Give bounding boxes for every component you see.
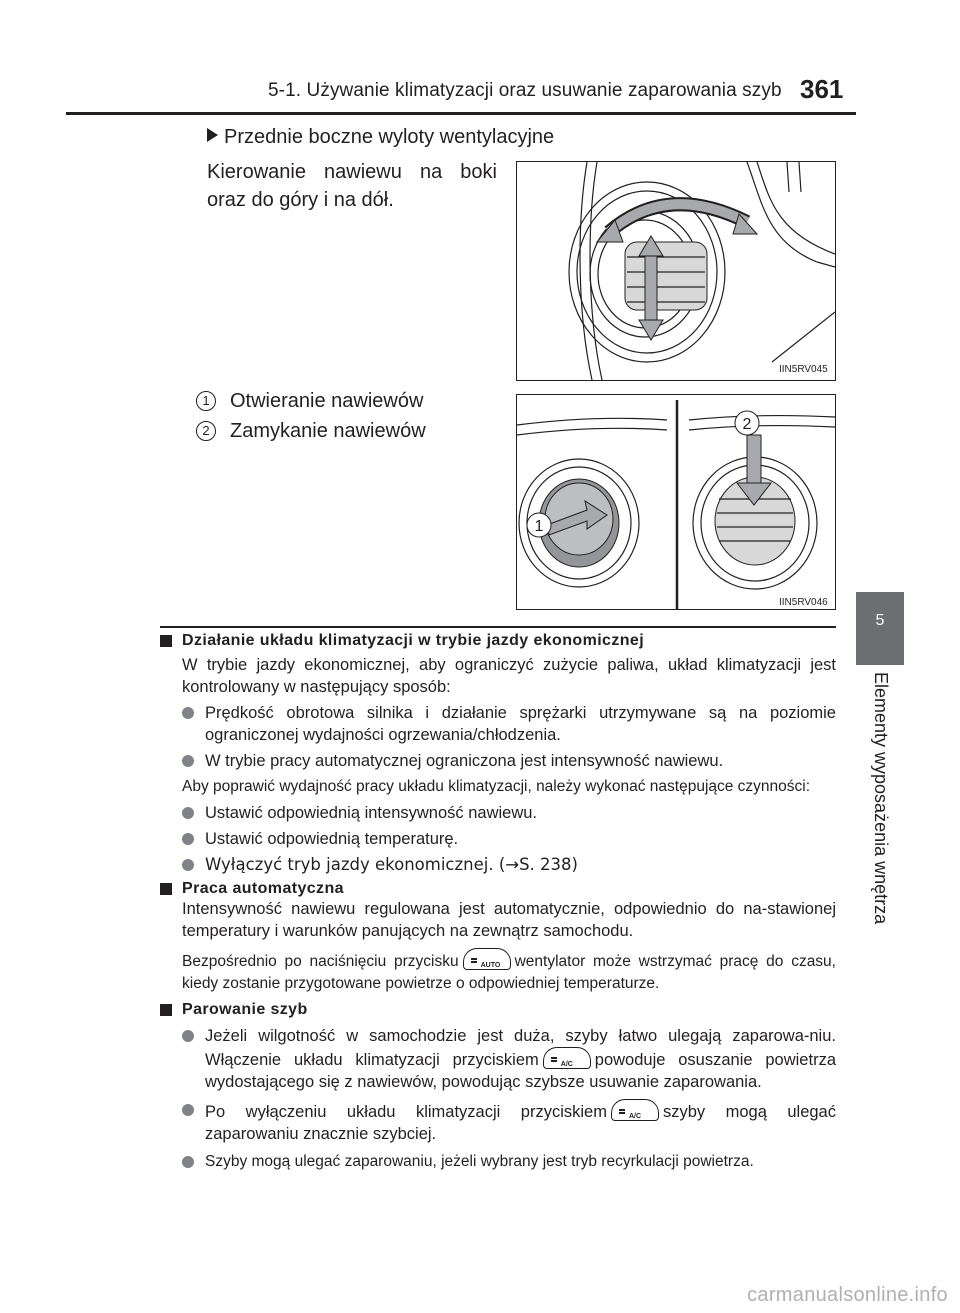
- auto-heading-text: Praca automatyczna: [182, 880, 344, 897]
- legend-item-open: 1 Otwieranie nawiewów: [196, 390, 423, 413]
- legend-open-text: Otwieranie nawiewów: [230, 390, 424, 412]
- legend-close-text: Zamykanie nawiewów: [230, 420, 426, 442]
- ac-button-icon: A/C: [610, 1099, 659, 1121]
- fog-bullet-3: Szyby mogą ulegać zaparowaniu, jeżeli wy…: [160, 1151, 836, 1173]
- auto-note-after: wentylator może wstrzymać pracę do czasu…: [182, 953, 836, 992]
- square-bullet-icon: [160, 1004, 172, 1016]
- running-header-title: 5-1. Używanie klimatyzacji oraz usuwanie…: [268, 80, 782, 101]
- vents-lead-text: Kierowanie nawiewu na boki oraz do góry …: [207, 158, 497, 214]
- round-bullet-icon: [182, 1104, 194, 1116]
- vent-open-close-figure: 2 1 IIN5RV046: [516, 394, 836, 610]
- fog-bullet-2-after: szyby mogą ulegać zaparowaniu znacznie s…: [205, 1103, 836, 1143]
- eco-bullet-2-text: W trybie pracy automatycznej ograniczona…: [205, 752, 724, 770]
- auto-heading: Praca automatyczna: [160, 880, 836, 898]
- figure-code: IIN5RV045: [779, 364, 828, 375]
- eco-step-3-text: Wyłączyć tryb jazdy ekonomicznej. (→S. 2…: [205, 855, 578, 874]
- fog-bullet-2-before: Po wyłączeniu układu klimatyzacji przyci…: [205, 1103, 607, 1121]
- ac-button-label: A/C: [560, 1061, 573, 1068]
- fog-bullet-3-text: Szyby mogą ulegać zaparowaniu, jeżeli wy…: [205, 1153, 754, 1170]
- vents-subheading-text: Przednie boczne wyloty wentylacyjne: [224, 126, 555, 148]
- svg-text:1: 1: [535, 518, 544, 535]
- ac-button-icon: A/C: [542, 1047, 591, 1069]
- auto-text: Intensywność nawiewu regulowana jest aut…: [182, 900, 836, 940]
- watermark: carmanualsonline.info: [747, 1284, 948, 1306]
- auto-button-label: AUTO: [480, 962, 501, 969]
- header-rule: [66, 112, 856, 115]
- fog-bullet-2: Po wyłączeniu układu klimatyzacji przyci…: [160, 1099, 836, 1145]
- chapter-number: 5: [875, 612, 885, 629]
- triangle-bullet-icon: [207, 128, 218, 142]
- vent-direction-illustration: [568, 161, 836, 381]
- fog-heading-text: Parowanie szyb: [182, 1001, 308, 1018]
- fog-bullet-1: Jeżeli wilgotność w samochodzie jest duż…: [160, 1025, 836, 1093]
- callout-2-icon: 2: [196, 421, 216, 441]
- eco-bullet-2: W trybie pracy automatycznej ograniczona…: [160, 750, 836, 772]
- fog-bullet-1-before: Jeżeli wilgotność w samochodzie jest duż…: [205, 1027, 836, 1069]
- fog-heading: Parowanie szyb: [160, 1001, 836, 1019]
- eco-bullet-1-text: Prędkość obrotowa silnika i działanie sp…: [205, 704, 836, 744]
- round-bullet-icon: [182, 1156, 194, 1168]
- round-bullet-icon: [182, 755, 194, 767]
- eco-step-1-text: Ustawić odpowiednią intensywność nawiewu…: [205, 804, 538, 822]
- auto-note-before: Bezpośrednio po naciśnięciu przycisku: [182, 953, 459, 970]
- chapter-label: Elementy wyposażenia wnętrza: [871, 672, 891, 925]
- eco-heading-text: Działanie układu klimatyzacji w trybie j…: [182, 632, 645, 649]
- round-bullet-icon: [182, 807, 194, 819]
- chapter-tab: 5: [856, 592, 904, 665]
- notes-body: Działanie układu klimatyzacji w trybie j…: [160, 632, 836, 1173]
- callout-1-icon: 1: [196, 391, 216, 411]
- svg-text:2: 2: [743, 416, 752, 433]
- square-bullet-icon: [160, 635, 172, 647]
- eco-improve: Aby poprawić wydajność pracy układu klim…: [182, 778, 811, 795]
- fog-bullet-1-after: powoduje osuszanie powietrza wydostające…: [205, 1051, 836, 1091]
- eco-step-1: Ustawić odpowiednią intensywność nawiewu…: [160, 802, 836, 824]
- page-number: 361: [800, 74, 844, 104]
- legend-item-close: 2 Zamykanie nawiewów: [196, 420, 426, 443]
- eco-step-2: Ustawić odpowiednią temperaturę.: [160, 828, 836, 850]
- vents-lead-line1: Kierowanie nawiewu na boki: [207, 161, 497, 183]
- eco-step-2-text: Ustawić odpowiednią temperaturę.: [205, 830, 459, 848]
- ac-button-label: A/C: [628, 1113, 642, 1120]
- round-bullet-icon: [182, 859, 194, 871]
- eco-bullet-1: Prędkość obrotowa silnika i działanie sp…: [160, 702, 836, 746]
- square-bullet-icon: [160, 883, 172, 895]
- round-bullet-icon: [182, 833, 194, 845]
- round-bullet-icon: [182, 1030, 194, 1042]
- eco-heading: Działanie układu klimatyzacji w trybie j…: [160, 632, 836, 650]
- eco-step-3: Wyłączyć tryb jazdy ekonomicznej. (→S. 2…: [160, 854, 836, 876]
- vent-direction-figure: IIN5RV045: [516, 161, 836, 381]
- round-bullet-icon: [182, 707, 194, 719]
- figure-code: IIN5RV046: [779, 597, 828, 608]
- eco-intro: W trybie jazdy ekonomicznej, aby ogranic…: [182, 656, 836, 696]
- vents-lead-line2: oraz do góry i na dół.: [207, 189, 394, 211]
- chapter-label-box: Elementy wyposażenia wnętrza: [856, 672, 904, 972]
- vents-subheading: Przednie boczne wyloty wentylacyjne: [207, 126, 554, 149]
- vent-open-close-illustration: 2 1: [516, 400, 836, 609]
- section-rule: [160, 626, 836, 628]
- auto-button-icon: AUTO: [462, 948, 511, 970]
